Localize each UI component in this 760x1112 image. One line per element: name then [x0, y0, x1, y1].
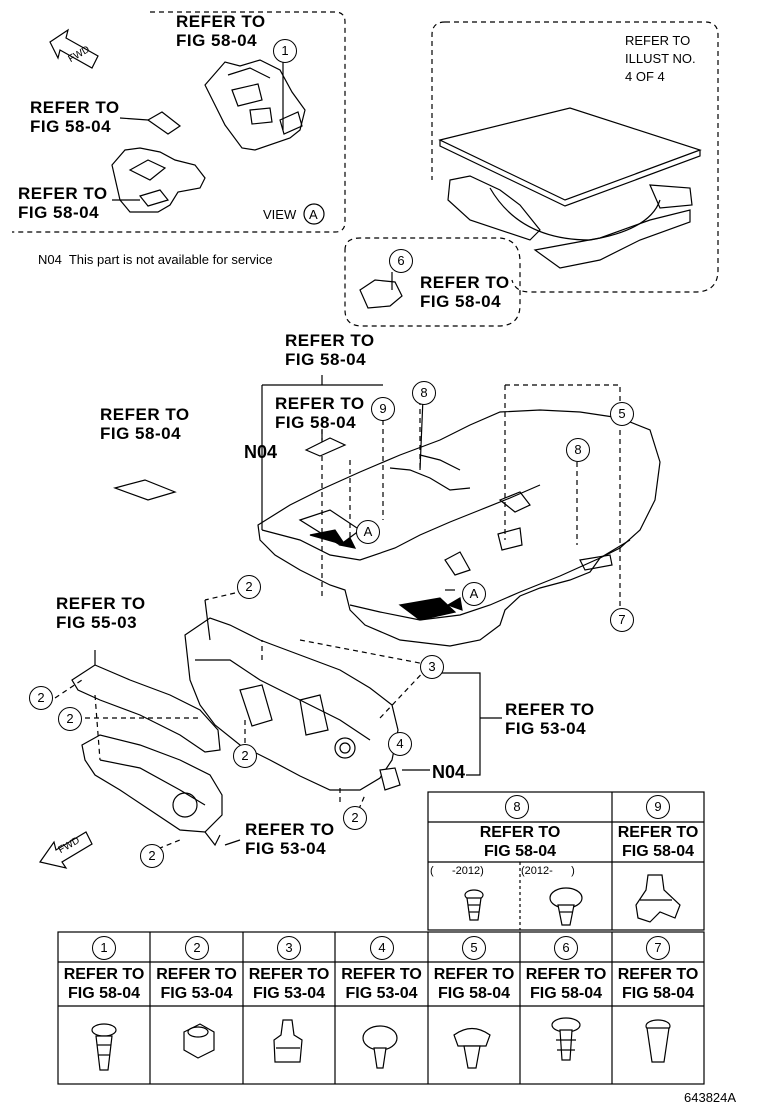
callout-3: 3 — [420, 655, 444, 679]
view-a-label: VIEW — [263, 207, 297, 222]
table-callout-3: 3 — [277, 936, 301, 960]
ref-label-2: REFER TO FIG 58-04 — [30, 98, 120, 136]
table-ref-1: REFER TO FIG 58-04 — [63, 966, 145, 1002]
table-callout-7: 7 — [646, 936, 670, 960]
table-ref-8: REFER TO FIG 58-04 — [479, 824, 561, 860]
fwd-arrow-bottom-icon — [38, 831, 93, 869]
table-callout-8: 8 — [505, 795, 529, 819]
ref-label-floor: REFER TO FIG 58-04 — [285, 331, 375, 369]
callout-2: 2 — [29, 686, 53, 710]
callout-4: 4 — [388, 732, 412, 756]
table-ref-3: REFER TO FIG 53-04 — [248, 966, 330, 1002]
table-callout-6: 6 — [554, 936, 578, 960]
clip-9-icon — [635, 874, 681, 923]
callout-2: 2 — [233, 744, 257, 768]
callout-7: 7 — [610, 608, 634, 632]
table-sub-8b: (2012- ) — [521, 865, 575, 877]
n04-label-floor: N04 — [244, 442, 278, 462]
callout-2: 2 — [343, 806, 367, 830]
table-sub-8a: ( -2012) — [430, 865, 484, 877]
table-ref-9: REFER TO FIG 58-04 — [617, 824, 699, 860]
n04-label-dash: N04 — [432, 762, 466, 782]
view-a-marker: A — [356, 520, 380, 544]
table-top-grid — [427, 791, 705, 931]
dash-insulator — [184, 599, 401, 791]
table-ref-6: REFER TO FIG 58-04 — [525, 966, 607, 1002]
table-ref-2: REFER TO FIG 53-04 — [156, 966, 237, 1002]
illust-boundary — [445, 21, 719, 293]
fwd-arrow-top-icon — [49, 28, 99, 69]
view-a-marker: A — [462, 582, 486, 606]
view-a-part-lower — [111, 147, 206, 213]
lower-dash-insulator — [81, 734, 223, 833]
catalog-id: 643824A — [684, 1090, 737, 1105]
table-callout-4: 4 — [370, 936, 394, 960]
ref-label-6: REFER TO FIG 58-04 — [420, 273, 510, 311]
cowl-insulator — [71, 664, 221, 753]
clip-8b-icon — [549, 887, 583, 926]
clip-7-icon — [645, 1019, 671, 1063]
insulator-pad — [113, 479, 177, 501]
floor-carpet — [257, 384, 661, 647]
part-6-piece — [359, 279, 403, 309]
trunk-mat — [438, 107, 702, 269]
view-a-boundary — [12, 11, 346, 233]
table-callout-9: 9 — [646, 795, 670, 819]
clip-1-icon — [91, 1023, 117, 1071]
clip-8a-icon — [464, 889, 484, 921]
table-callout-5: 5 — [462, 936, 486, 960]
clip-5-icon — [453, 1027, 491, 1069]
table-ref-7: REFER TO FIG 58-04 — [617, 966, 699, 1002]
clip-4-icon — [362, 1025, 398, 1069]
table-callout-1: 1 — [92, 936, 116, 960]
table-callout-2: 2 — [185, 936, 209, 960]
illust-ref-label: REFER TO ILLUST NO. 4 OF 4 — [625, 33, 696, 84]
ref-label-9: REFER TO FIG 58-04 — [275, 394, 365, 432]
callout-1: 1 — [273, 39, 297, 63]
table-bottom-grid — [57, 931, 705, 1085]
table-ref-4: REFER TO FIG 53-04 — [341, 966, 422, 1002]
ref-label-5304-bottom: REFER TO FIG 53-04 — [245, 820, 335, 858]
n04-note: N04 This part is not available for servi… — [38, 252, 273, 267]
table-ref-5: REFER TO FIG 58-04 — [433, 966, 515, 1002]
view-a-letter: A — [309, 207, 318, 222]
clip-3-icon — [273, 1019, 303, 1063]
callout-2: 2 — [140, 844, 164, 868]
callout-8: 8 — [412, 381, 436, 405]
view-a-part-1 — [204, 59, 306, 151]
callout-2: 2 — [58, 707, 82, 731]
callout-6: 6 — [389, 249, 413, 273]
callout-8b: 8 — [566, 438, 590, 462]
ref-label-1: REFER TO FIG 58-04 — [176, 12, 266, 50]
callout-2: 2 — [237, 575, 261, 599]
callout-9: 9 — [371, 397, 395, 421]
view-a-part-small — [119, 111, 182, 135]
ref-label-3: REFER TO FIG 58-04 — [18, 184, 108, 222]
clip-6-icon — [551, 1017, 581, 1061]
ref-label-5503: REFER TO FIG 55-03 — [56, 594, 146, 632]
ref-label-5304-right: REFER TO FIG 53-04 — [505, 700, 595, 738]
ref-label-pad: REFER TO FIG 58-04 — [100, 405, 190, 443]
clip-2-icon — [183, 1023, 215, 1059]
callout-5: 5 — [610, 402, 634, 426]
